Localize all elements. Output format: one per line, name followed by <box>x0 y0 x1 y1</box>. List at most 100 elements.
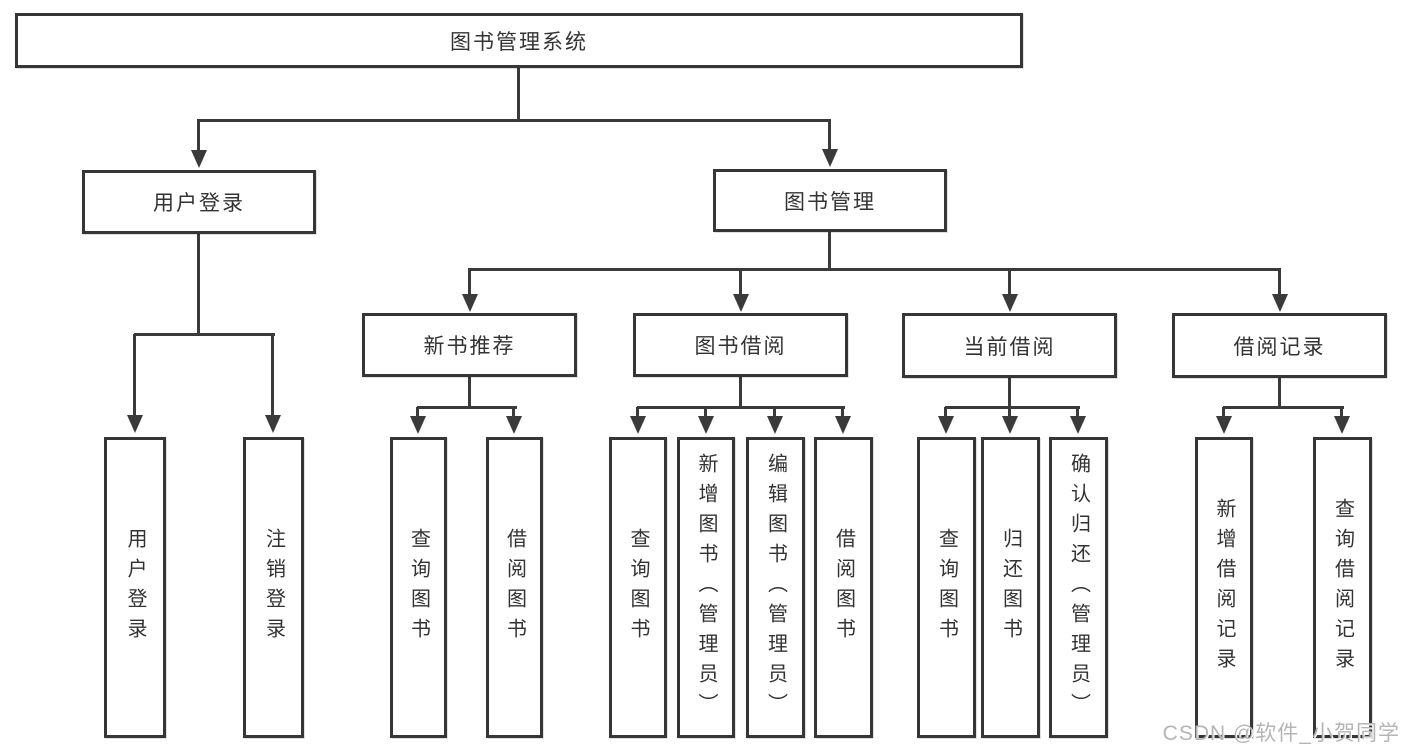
leaf-newbooks-query: 查询图书 <box>390 437 447 738</box>
node-current-borrow-label: 当前借阅 <box>963 335 1056 359</box>
connector-user-login-line <box>134 333 275 336</box>
node-library-system-label: 图书管理系统 <box>450 30 588 54</box>
arrow-down-icon <box>698 407 714 434</box>
arrow-to-borrow-records-icon <box>1272 269 1288 312</box>
connector-new-books-stub <box>468 376 471 409</box>
arrow-head <box>127 415 143 433</box>
arrow-down-icon <box>410 407 426 434</box>
arrow-shaft <box>271 334 274 417</box>
leaf-records-add: 新增借阅记录 <box>1195 437 1253 738</box>
node-book-borrow: 图书借阅 <box>633 313 848 377</box>
arrow-head <box>462 294 478 312</box>
arrow-down-icon <box>938 407 954 434</box>
node-borrow-records: 借阅记录 <box>1172 313 1387 378</box>
arrow-shaft <box>1008 269 1011 296</box>
arrow-to-book-borrow-icon <box>733 269 749 312</box>
arrow-head <box>630 416 646 434</box>
connector-current-borrow-stub <box>1008 377 1011 409</box>
arrow-shaft <box>1008 407 1011 418</box>
leaf-newbooks-borrow-label: 借阅图书 <box>503 527 526 648</box>
connector-level2-line <box>468 268 1281 271</box>
node-new-books-label: 新书推荐 <box>423 335 516 358</box>
arrow-head <box>822 149 838 167</box>
node-user-login: 用户登录 <box>82 170 316 234</box>
arrow-head <box>1002 294 1018 312</box>
arrow-shaft <box>739 269 742 296</box>
arrow-head <box>1334 416 1350 434</box>
leaf-borrow-edit-admin: 编辑图书（管理员） <box>746 437 805 738</box>
leaf-records-query-label: 查询借阅记录 <box>1331 497 1354 678</box>
connector-current-borrow-line <box>945 406 1080 409</box>
arrow-shaft <box>704 407 707 418</box>
arrow-shaft <box>1076 407 1079 418</box>
leaf-records-add-label: 新增借阅记录 <box>1213 497 1235 678</box>
arrow-down-icon <box>630 407 646 434</box>
arrow-shaft <box>636 407 639 418</box>
leaf-user-login-label: 用户登录 <box>124 527 146 648</box>
arrow-shaft <box>133 334 136 417</box>
arrow-head <box>733 294 749 312</box>
arrow-head <box>698 416 714 434</box>
node-current-borrow: 当前借阅 <box>902 313 1117 378</box>
arrow-shaft <box>841 407 844 418</box>
arrow-down-icon <box>835 407 851 434</box>
arrow-head <box>506 416 522 434</box>
arrow-head <box>191 150 207 168</box>
arrow-to-user-login-icon <box>191 120 207 168</box>
connector-borrow-records-line <box>1223 406 1344 409</box>
leaf-borrow-add-admin-label: 新增图书（管理员） <box>695 452 717 723</box>
leaf-logout-label: 注销登录 <box>262 527 285 648</box>
arrow-shaft <box>1340 407 1343 418</box>
connector-new-books-line <box>417 406 517 409</box>
arrow-to-leaf-user-login-icon <box>127 334 143 433</box>
leaf-current-confirm-admin: 确认归还（管理员） <box>1049 437 1108 738</box>
arrow-shaft <box>773 407 776 418</box>
arrow-down-icon <box>1002 407 1018 434</box>
arrow-to-current-borrow-icon <box>1002 269 1018 312</box>
leaf-current-query: 查询图书 <box>917 437 976 738</box>
leaf-records-query: 查询借阅记录 <box>1313 437 1372 738</box>
arrow-down-icon <box>1334 407 1350 434</box>
leaf-borrow-borrow-label: 借阅图书 <box>832 527 855 648</box>
arrow-to-new-books-icon <box>462 269 478 312</box>
leaf-newbooks-borrow: 借阅图书 <box>486 437 543 738</box>
arrow-down-icon <box>767 407 783 434</box>
arrow-head <box>1272 294 1288 312</box>
arrow-shaft <box>416 407 419 418</box>
connector-book-mgmt-stub <box>828 231 831 271</box>
leaf-borrow-add-admin: 新增图书（管理员） <box>677 437 735 738</box>
connector-book-borrow-stub <box>739 376 742 409</box>
arrow-head <box>1216 416 1232 434</box>
arrow-shaft <box>944 407 947 418</box>
leaf-current-return-label: 归还图书 <box>999 527 1022 648</box>
leaf-current-query-label: 查询图书 <box>935 527 958 648</box>
arrow-head <box>1070 416 1086 434</box>
leaf-current-return: 归还图书 <box>981 437 1040 738</box>
arrow-head <box>767 416 783 434</box>
node-borrow-records-label: 借阅记录 <box>1233 335 1326 359</box>
leaf-borrow-query-label: 查询图书 <box>627 527 649 648</box>
arrow-shaft <box>828 120 831 151</box>
node-book-mgmt-label: 图书管理 <box>784 190 876 214</box>
arrow-head <box>938 416 954 434</box>
node-new-books: 新书推荐 <box>362 313 577 377</box>
node-book-borrow-label: 图书借阅 <box>694 335 787 358</box>
arrow-shaft <box>1278 269 1281 296</box>
arrow-head <box>410 416 426 434</box>
node-book-mgmt: 图书管理 <box>713 169 947 232</box>
arrow-down-icon <box>506 407 522 434</box>
connector-root-stub <box>517 67 520 122</box>
arrow-head <box>265 415 281 433</box>
arrow-to-book-mgmt-icon <box>822 120 838 167</box>
connector-borrow-records-stub <box>1278 377 1281 409</box>
leaf-newbooks-query-label: 查询图书 <box>407 527 430 648</box>
arrow-down-icon <box>1070 407 1086 434</box>
arrow-head <box>1002 416 1018 434</box>
connector-level1-line <box>197 119 831 122</box>
arrow-head <box>835 416 851 434</box>
leaf-current-confirm-admin-label: 确认归还（管理员） <box>1067 452 1090 723</box>
watermark: CSDN @软件_小贺同学 <box>1162 722 1400 745</box>
leaf-borrow-borrow: 借阅图书 <box>814 437 873 738</box>
arrow-shaft <box>468 269 471 296</box>
